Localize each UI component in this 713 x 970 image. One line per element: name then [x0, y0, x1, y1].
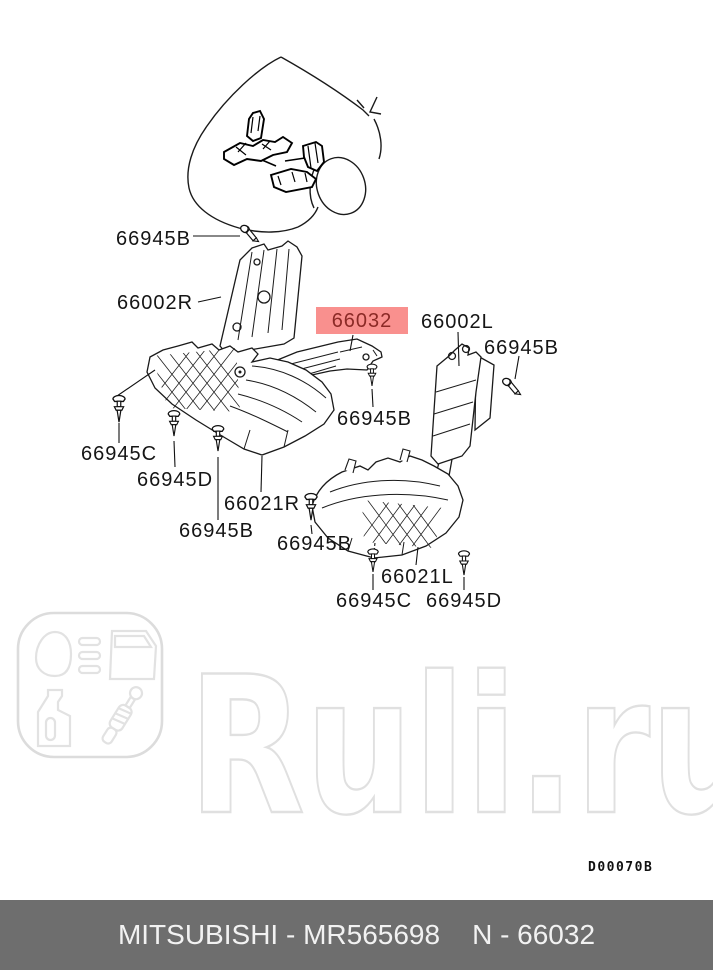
rivet-icon	[237, 223, 264, 244]
oil-can-icon	[36, 688, 72, 748]
footer-left-text: MITSUBISHI - MR565698	[117, 919, 441, 950]
headlight-icon	[34, 630, 102, 678]
cover-66021R	[146, 341, 335, 456]
callout-66945B-mid[interactable]: 66945B	[337, 408, 412, 430]
footer-right-text: N - 66032	[472, 919, 596, 950]
rivet-icon	[499, 376, 526, 397]
drawing-code: D00070B	[588, 860, 654, 875]
callout-66945D-left[interactable]: 66945D	[137, 469, 214, 491]
callout-66945C-left[interactable]: 66945C	[81, 443, 158, 465]
callout-66945B-top[interactable]: 66945B	[116, 228, 191, 250]
callout-66945D-bottom[interactable]: 66945D	[426, 590, 503, 612]
callout-66021L[interactable]: 66021L	[381, 566, 454, 588]
push-pin-icon	[211, 425, 225, 452]
callout-66945B-center[interactable]: 66945B	[277, 533, 352, 555]
push-pin-icon	[167, 410, 181, 437]
push-pin-icon	[457, 550, 471, 576]
callout-66032-highlighted[interactable]: 66032	[316, 307, 408, 334]
footer-bar: MITSUBISHI - MR565698 N - 66032	[0, 900, 713, 970]
push-pin-icon	[367, 548, 379, 573]
callout-66002L[interactable]: 66002L	[421, 311, 494, 333]
push-pin-icon	[366, 363, 378, 387]
watermark-logo	[16, 611, 164, 759]
callout-66945B-right[interactable]: 66945B	[484, 337, 559, 359]
callout-66945C-bottom[interactable]: 66945C	[336, 590, 413, 612]
push-pin-icon	[112, 394, 126, 423]
callout-66002R[interactable]: 66002R	[117, 292, 194, 314]
callout-66945B-lower-left[interactable]: 66945B	[179, 520, 254, 542]
engine-bracket-parts	[223, 109, 325, 193]
car-front-outline	[187, 56, 382, 233]
door-icon	[108, 629, 158, 681]
panel-66002L	[430, 343, 495, 465]
callout-66021R[interactable]: 66021R	[224, 493, 301, 515]
watermark-text: Ruli.ru	[188, 635, 713, 857]
shock-absorber-icon	[101, 686, 144, 745]
panel-66002R	[219, 240, 303, 355]
